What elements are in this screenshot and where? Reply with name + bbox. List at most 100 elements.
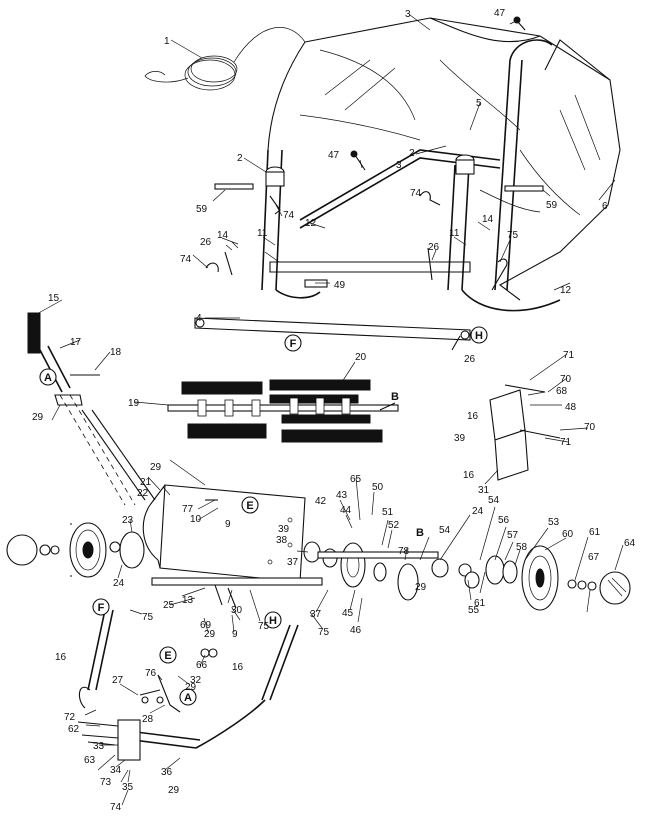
svg-text:B: B: [391, 391, 399, 403]
callout: 71: [563, 350, 575, 361]
leader-lines: [34, 14, 624, 806]
callout: 3: [396, 160, 402, 171]
callout: 39: [454, 433, 466, 444]
callout: 18: [110, 347, 122, 358]
callout: 5: [476, 98, 482, 109]
callout: 64: [624, 538, 636, 549]
callout: 17: [70, 337, 82, 348]
callout: 24: [472, 506, 484, 517]
callout: 35: [122, 782, 134, 793]
callout: 59: [196, 204, 208, 215]
ref-letter-E-upper: E: [241, 496, 259, 514]
callout: 4: [196, 313, 202, 324]
callout: 30: [231, 605, 243, 616]
ref-letter-H-lower: H: [264, 611, 282, 629]
bracket-assembly: [489, 384, 561, 481]
callout: 34: [110, 765, 122, 776]
callout: 77: [182, 504, 194, 515]
callout: 12: [305, 218, 317, 229]
callout: 2: [409, 148, 415, 159]
callout: 70: [560, 374, 572, 385]
callout: 47: [494, 8, 506, 19]
callout: 37: [287, 557, 299, 568]
svg-text:A: A: [44, 372, 52, 384]
callout: 75: [258, 621, 270, 632]
callout: 27: [112, 675, 124, 686]
svg-text:H: H: [269, 615, 277, 627]
callout: 78: [398, 546, 410, 557]
callout: 43: [336, 490, 348, 501]
callout: 11: [449, 228, 460, 239]
ref-letter-B-right: B: [379, 391, 399, 411]
callout: 29: [204, 629, 216, 640]
callout: 59: [546, 200, 558, 211]
callout: 65: [350, 474, 362, 485]
callout: 28: [142, 714, 154, 725]
callout: 48: [565, 402, 577, 413]
callout: 10: [190, 514, 202, 525]
svg-text:A: A: [184, 692, 192, 704]
callout: 72: [64, 712, 76, 723]
callout: 29: [32, 412, 44, 423]
callout: 16: [232, 662, 244, 673]
callout: 21: [140, 477, 152, 488]
callout: 74: [410, 188, 422, 199]
callout: 26: [428, 242, 440, 253]
callout: 29: [185, 682, 197, 693]
callout: 23: [122, 515, 134, 526]
callout: 76: [145, 668, 157, 679]
callout: 2: [237, 153, 243, 164]
callout: 54: [439, 525, 451, 536]
callout: 9: [232, 629, 238, 640]
ref-letter-B-lower: B: [416, 527, 424, 539]
svg-text:B: B: [416, 527, 424, 539]
callout: 13: [182, 595, 194, 606]
callout: 31: [478, 485, 490, 496]
upper-handle-assembly: [27, 312, 136, 506]
callout: 14: [217, 230, 229, 241]
callout: 71: [560, 437, 572, 448]
ref-letter-F-top: F: [284, 334, 302, 352]
callout: 20: [355, 352, 367, 363]
callout: 61: [589, 527, 601, 538]
part-callouts: 1 2 2 3 3 4 5 6 11 11 12 12 13 14 14 15 …: [32, 8, 636, 813]
housing-assembly: [81, 409, 323, 609]
left-wheel-assembly: [6, 522, 145, 578]
callout: 62: [68, 724, 80, 735]
callout: 38: [276, 535, 288, 546]
callout: 37: [310, 609, 322, 620]
callout: 73: [100, 777, 112, 788]
brush-assembly: [167, 379, 399, 443]
callout: 70: [584, 422, 596, 433]
ref-letter-F-lower: F: [92, 598, 110, 616]
callout: 74: [180, 254, 192, 265]
right-drive-assembly: [303, 541, 631, 611]
reference-letters: F H A B E B F H E: [39, 326, 488, 706]
callout: 11: [257, 228, 268, 239]
callout: 29: [415, 582, 427, 593]
callout: 66: [196, 660, 208, 671]
callout: 60: [562, 529, 574, 540]
callout: 61: [474, 598, 486, 609]
lower-handle-assembly: [77, 609, 299, 761]
callout: 44: [340, 505, 352, 516]
grass-bag-assembly: [144, 16, 621, 351]
callout: 42: [315, 496, 327, 507]
callout: 32: [190, 675, 202, 686]
callout: 16: [55, 652, 67, 663]
callout: 55: [468, 605, 480, 616]
callout: 29: [168, 785, 180, 796]
callout: 22: [137, 488, 149, 499]
callout: 24: [113, 578, 125, 589]
callout: 68: [556, 386, 568, 397]
callout: 9: [225, 519, 231, 530]
ref-letter-A-lower: A: [179, 688, 197, 706]
callout: 51: [382, 507, 394, 518]
callout: 53: [548, 517, 560, 528]
callout: 46: [350, 625, 362, 636]
callout: 75: [318, 627, 330, 638]
callout: 16: [467, 411, 479, 422]
callout: 36: [161, 767, 173, 778]
callout: 56: [498, 515, 510, 526]
